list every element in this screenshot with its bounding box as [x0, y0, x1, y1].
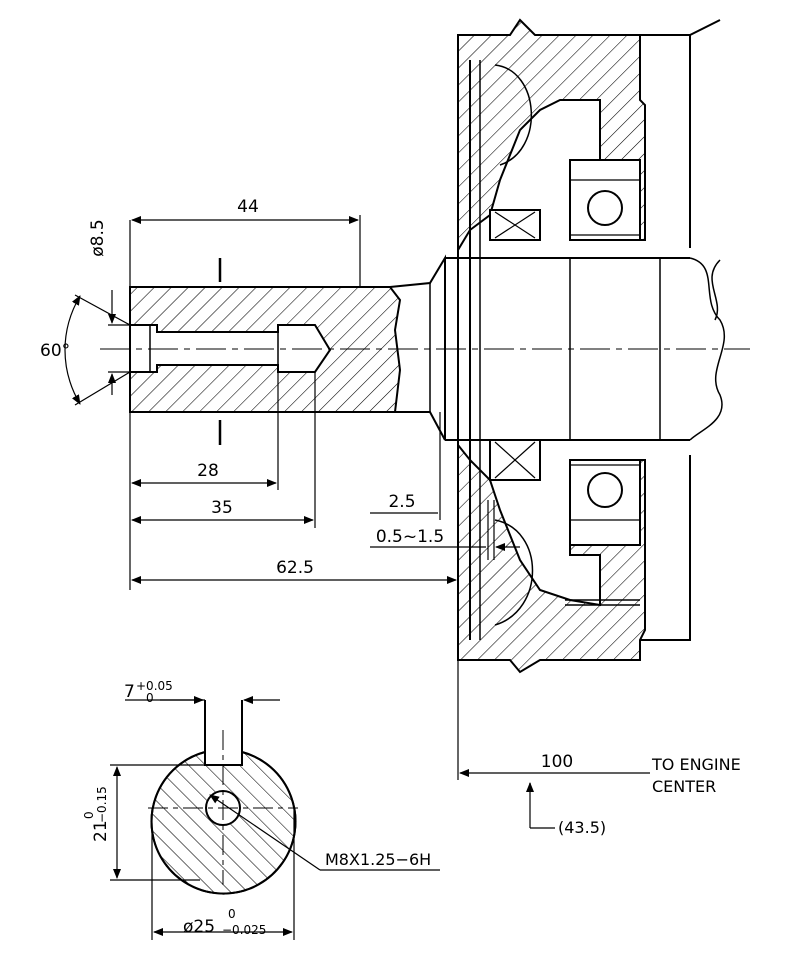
shaft: [100, 254, 750, 445]
dim-2-5: 2.5: [388, 492, 415, 512]
engine-block-outline: [640, 19, 721, 641]
note-thread-spec: M8X1.25−6H: [325, 850, 431, 869]
dim-62-5: 62.5: [276, 558, 314, 578]
dim-shaft-dia-tol-lower: −0.025: [222, 923, 266, 937]
dim-100: 100: [541, 752, 573, 772]
dimension-labels: 44 ø8.5 60° 28 35 62.5 2.5 0.5~1.5 100 T…: [40, 197, 741, 937]
dim-shaft-dia-tol-upper: 0: [228, 907, 236, 921]
dim-key-width-tol-upper: +0.05: [136, 679, 173, 693]
cross-section-dimensions: [110, 696, 440, 940]
dim-43-5: (43.5): [558, 818, 606, 837]
dim-35: 35: [211, 498, 233, 518]
dim-key-height: 21: [91, 820, 111, 842]
note-to-engine-2: CENTER: [652, 777, 716, 796]
bearing-upper: [569, 159, 641, 241]
dimensions: [64, 215, 650, 829]
engine-housing: [457, 18, 721, 674]
dim-shaft-dia: ø25: [183, 917, 215, 937]
dim-0-5-1-5: 0.5~1.5: [376, 527, 444, 547]
dim-key-height-tol-lower: −0.15: [95, 786, 109, 823]
note-to-engine-1: TO ENGINE: [651, 755, 741, 774]
dim-key-width-tol-lower: 0: [146, 691, 154, 705]
thread-hole: [129, 324, 332, 373]
main-shaft-body: [445, 257, 690, 441]
dim-key-width: 7: [124, 682, 135, 702]
shaft-cross-section: [148, 700, 298, 895]
bearing-lower: [569, 459, 641, 546]
dim-44: 44: [237, 197, 259, 217]
dim-thread-dia: ø8.5: [88, 219, 108, 256]
dim-key-height-tol-upper: 0: [82, 811, 96, 819]
shaft-break-line: [689, 257, 726, 441]
dim-60-deg: 60°: [40, 341, 70, 361]
dim-28: 28: [197, 461, 219, 481]
